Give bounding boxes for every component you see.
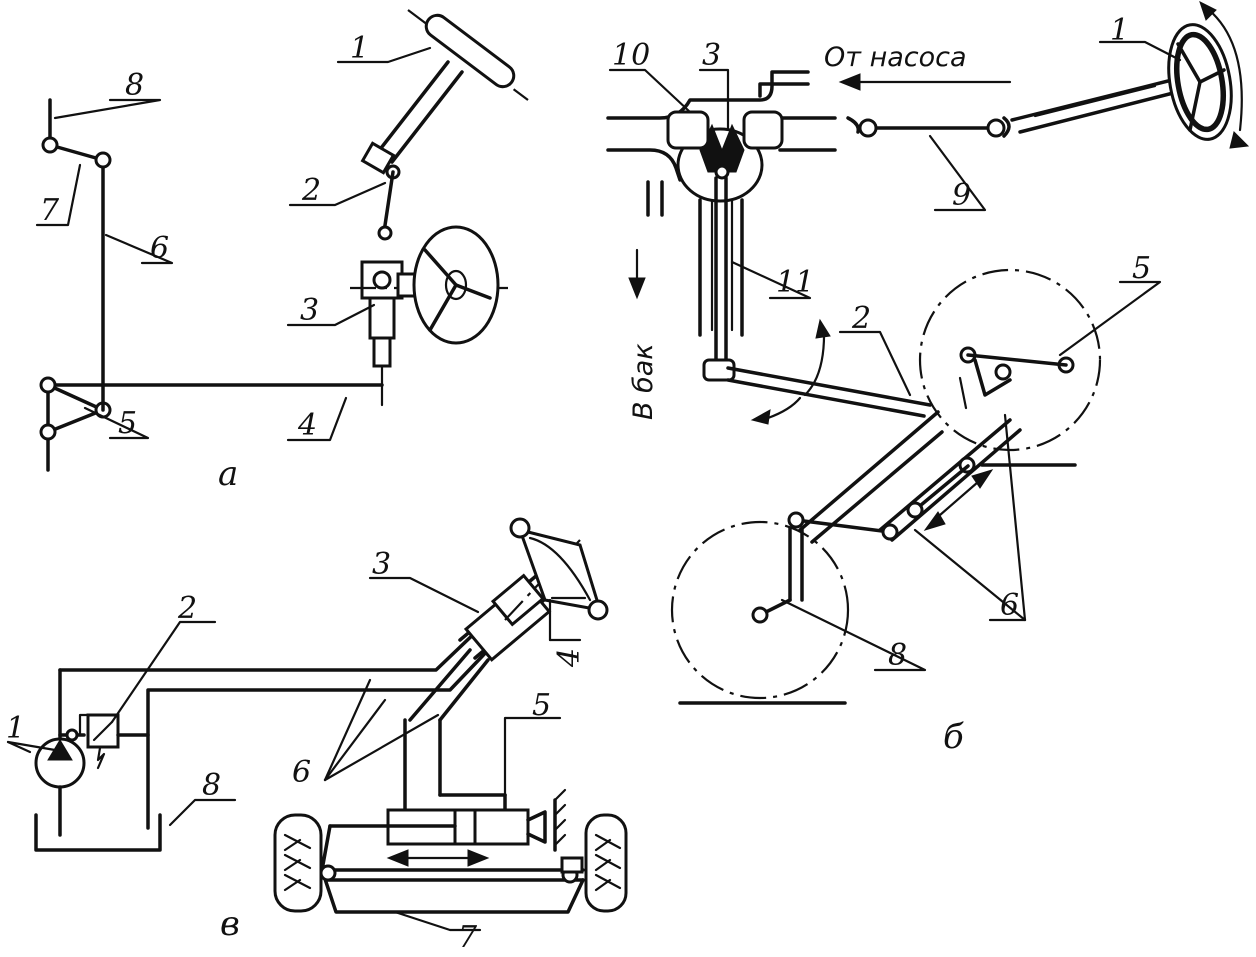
- hydraulic-lines-v: [58, 626, 507, 830]
- pump-v: [34, 668, 86, 837]
- label-a-1: 1: [350, 31, 369, 66]
- pitman-arm-a: [377, 170, 395, 241]
- label-a-8: 8: [125, 68, 144, 103]
- label-b-2: 2: [851, 301, 871, 336]
- label-b-1: 1: [1110, 13, 1129, 48]
- leaders-v: [6, 576, 587, 932]
- right-wheel-b: [918, 268, 1102, 474]
- label-v-8: 8: [202, 768, 221, 803]
- label-b-5: 5: [1132, 251, 1151, 286]
- front-wheel-a: [412, 225, 500, 345]
- left-wheel-b: [670, 511, 850, 705]
- flow-arrows-b: [628, 73, 1012, 300]
- caption-a: а: [218, 454, 238, 494]
- steering-knuckle-a: [39, 376, 112, 472]
- tank-v: [34, 813, 162, 852]
- steering-column-b: [1010, 1, 1250, 149]
- cylinder-b: [794, 464, 994, 541]
- label-a-5: 5: [118, 406, 137, 441]
- label-b-3: 3: [702, 38, 721, 73]
- leaders-b: [608, 40, 1182, 672]
- caption-v: в: [220, 904, 240, 944]
- label-a-3: 3: [300, 293, 319, 328]
- upper-lever-a: [41, 98, 112, 169]
- sector-shaft-b: [702, 176, 736, 382]
- panel-a: 1 2 3 4 5 6 7 8 а: [35, 9, 529, 494]
- label-v-6: 6: [292, 755, 311, 790]
- label-b-11: 11: [776, 265, 814, 300]
- label-v-7: 7: [458, 920, 478, 955]
- caption-b: б: [943, 717, 964, 757]
- label-a-7: 7: [40, 193, 60, 228]
- label-b-6: 6: [1000, 588, 1019, 623]
- flow-to-tank-label: В бак: [628, 343, 659, 420]
- label-v-3: 3: [372, 547, 391, 582]
- link-rod-b: [846, 116, 1011, 138]
- panel-v: 1 2 3 4 5 6 7 8 в: [6, 517, 628, 955]
- drag-link-b: [726, 318, 932, 425]
- label-v-2: 2: [177, 591, 197, 626]
- label-v-4: 4: [552, 648, 587, 668]
- leaders-a: [35, 46, 432, 442]
- label-b-10: 10: [612, 38, 650, 73]
- valve-housing-b: [606, 70, 837, 337]
- label-a-6: 6: [150, 231, 169, 266]
- label-b-8: 8: [888, 638, 907, 673]
- front-axle-v: [273, 813, 628, 914]
- label-v-5: 5: [532, 688, 551, 723]
- relief-valve-v: [58, 713, 150, 770]
- label-a-4: 4: [297, 408, 317, 443]
- steering-wheel-a: [407, 9, 529, 101]
- flow-from-pump-label: От насоса: [824, 42, 967, 73]
- steering-column-v: [458, 517, 609, 662]
- power-cylinder-v: [328, 788, 567, 852]
- steering-shaft-a: [360, 60, 464, 180]
- label-v-1: 1: [6, 711, 25, 746]
- panel-b: От насоса В бак: [606, 1, 1250, 757]
- label-a-2: 2: [301, 173, 321, 208]
- label-b-9: 9: [952, 178, 971, 213]
